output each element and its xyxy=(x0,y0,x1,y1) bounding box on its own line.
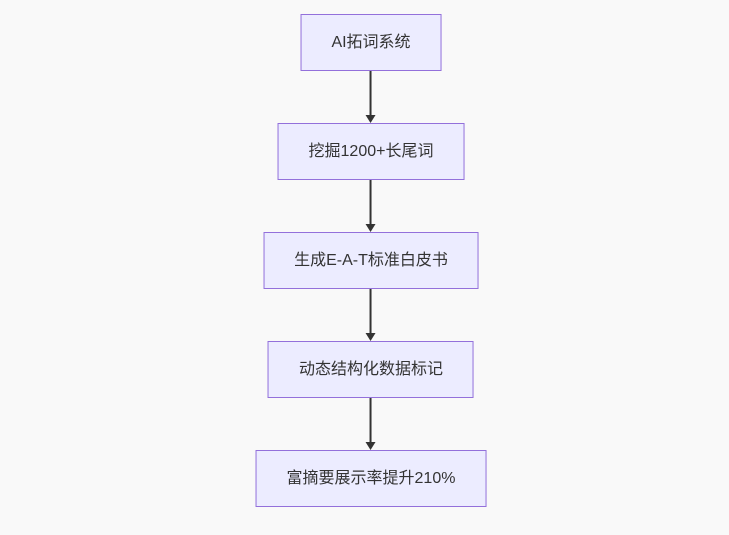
flowchart-node-label: 富摘要展示率提升210% xyxy=(286,469,456,487)
flowchart: AI拓词系统 挖掘1200+长尾词 生成E-A-T标准白皮书 动态结构化数据标记… xyxy=(255,14,487,507)
flowchart-node-n2: 挖掘1200+长尾词 xyxy=(277,123,465,180)
arrow-line xyxy=(370,71,372,117)
arrow-head-icon xyxy=(366,224,376,232)
flow-arrow xyxy=(365,71,377,123)
arrow-head-icon xyxy=(366,115,376,123)
flowchart-node-label: AI拓词系统 xyxy=(331,33,411,51)
flowchart-node-n4: 动态结构化数据标记 xyxy=(267,341,474,398)
arrow-line xyxy=(370,398,372,444)
flow-arrow xyxy=(365,180,377,232)
flow-arrow xyxy=(365,398,377,450)
flowchart-node-label: 挖掘1200+长尾词 xyxy=(308,142,434,160)
flowchart-node-label: 生成E-A-T标准白皮书 xyxy=(294,251,448,269)
arrow-line xyxy=(370,180,372,226)
arrow-head-icon xyxy=(366,333,376,341)
flowchart-node-n3: 生成E-A-T标准白皮书 xyxy=(263,232,479,289)
flowchart-node-n5: 富摘要展示率提升210% xyxy=(255,450,487,507)
flowchart-node-label: 动态结构化数据标记 xyxy=(298,360,443,378)
arrow-head-icon xyxy=(366,442,376,450)
flow-arrow xyxy=(365,289,377,341)
flowchart-node-n1: AI拓词系统 xyxy=(300,14,442,71)
arrow-line xyxy=(370,289,372,335)
